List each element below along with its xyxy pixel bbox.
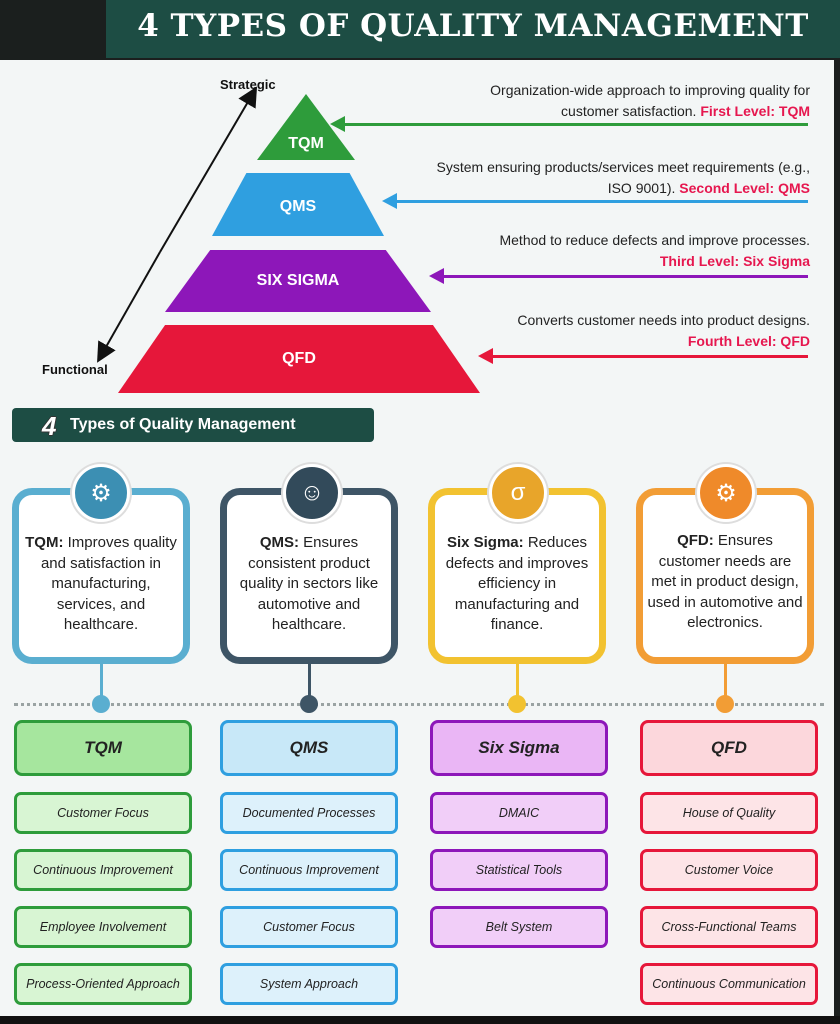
list-item: Customer Focus [14,792,192,834]
column-header-tqm: TQM [14,720,192,776]
list-item: Continuous Communication [640,963,818,1005]
qfd-arrow-head [478,348,493,364]
qms-arrow-head [382,193,397,209]
list-item: House of Quality [640,792,818,834]
list-item: Cross-Functional Teams [640,906,818,948]
column-header-qms: QMS [220,720,398,776]
connector-dot [508,695,526,713]
card-qfd: QFD: Ensures customer needs are met in p… [636,488,814,664]
qfd-arrow-line [492,355,808,358]
tqm-arrow-head [330,116,345,132]
list-item: Process-Oriented Approach [14,963,192,1005]
tier-label: QMS [279,198,317,215]
section-number: 4 [42,411,57,441]
column-header-six-sigma: Six Sigma [430,720,608,776]
list-item: Belt System [430,906,608,948]
tier-label: SIX SIGMA [256,272,340,289]
list-item: Statistical Tools [430,849,608,891]
axis-top-label: Strategic [220,77,276,92]
connector-stem [516,664,519,696]
column-header-qfd: QFD [640,720,818,776]
list-item: Employee Involvement [14,906,192,948]
qms-arrow-line [396,200,808,203]
connector-dot [300,695,318,713]
tqm-arrow-line [344,123,808,126]
list-item: DMAIC [430,792,608,834]
six-sigma-arrow-line [443,275,808,278]
card-text: QFD: Ensures customer needs are met in p… [647,532,803,631]
list-item: Customer Voice [640,849,818,891]
pyramid-tier-qfd: QFD [118,325,480,393]
tqm-description: Organization-wide approach to improving … [490,82,810,119]
page-title: 4 TYPES OF QUALITY MANAGEMENT [137,8,809,44]
list-item: Documented Processes [220,792,398,834]
gear-circuit-icon: ⚙ [697,464,755,522]
tier-label: QFD [282,350,316,367]
qfd-description: Converts customer needs into product des… [517,312,810,349]
hands-gear-icon: ⚙ [72,464,130,522]
title-banner: 4 TYPES OF QUALITY MANAGEMENT [106,0,840,58]
pyramid-tier-six-sigma: SIX SIGMA [165,250,431,312]
person-laptop-icon: ☺ [283,464,341,522]
list-item: Continuous Improvement [220,849,398,891]
connector-dot [716,695,734,713]
card-text: QMS: Ensures consistent product quality … [239,534,379,633]
six-sigma-description: Method to reduce defects and improve pro… [499,232,810,269]
connector-dot [92,695,110,713]
dotted-divider [14,703,824,706]
axis-bottom-label: Functional [42,362,108,377]
section-header: 4 Types of Quality Management [12,408,374,442]
strategic-functional-arrow [97,86,258,363]
list-item: System Approach [220,963,398,1005]
tier-label: TQM [288,135,324,152]
card-text: TQM: Improves quality and satisfaction i… [25,534,177,633]
list-item: Customer Focus [220,906,398,948]
connector-stem [724,664,727,696]
six-sigma-gears-icon: σ [489,464,547,522]
section-title: Types of Quality Management [70,416,296,433]
six-sigma-arrow-head [429,268,444,284]
connector-stem [100,664,103,696]
connector-stem [308,664,311,696]
qms-description: System ensuring products/services meet r… [436,159,811,196]
bottom-strip [0,1016,840,1024]
list-item: Continuous Improvement [14,849,192,891]
card-text: Six Sigma: Reduces defects and improves … [445,534,589,633]
